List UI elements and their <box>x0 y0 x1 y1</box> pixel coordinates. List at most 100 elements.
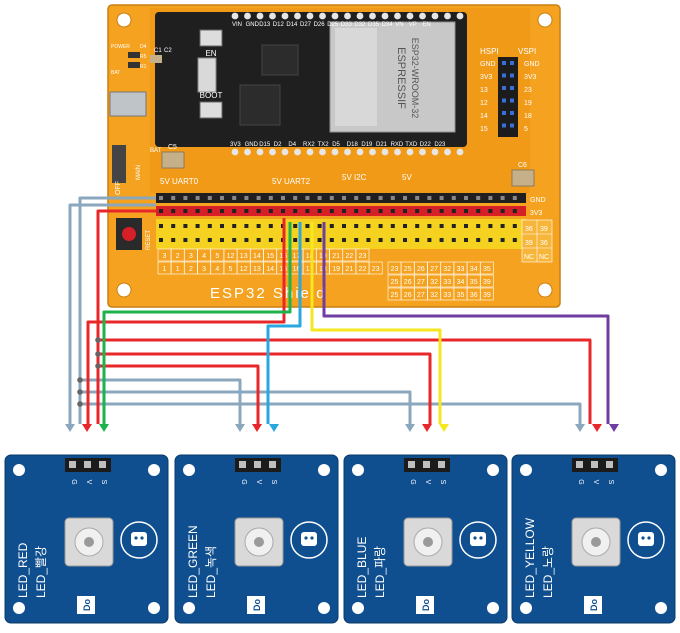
devkit-pin <box>294 12 301 20</box>
header-pin <box>256 224 261 228</box>
devkit-top-pin-label: D33 <box>341 22 353 28</box>
spi-pin <box>510 123 514 128</box>
header-pins <box>159 196 517 242</box>
wire-arrow-head <box>99 424 109 432</box>
devkit-pin <box>431 12 439 20</box>
devkit-pin <box>419 148 426 156</box>
gpio-row4-number: 35 <box>470 279 478 286</box>
c6-label: C6 <box>518 162 527 169</box>
header-pin <box>183 238 188 242</box>
header-pin <box>439 209 444 213</box>
gpio-row2-number: 13 <box>253 266 261 273</box>
mascot-face <box>301 532 317 546</box>
wire-junction <box>77 389 83 395</box>
devkit-pin <box>444 148 451 156</box>
module-pin <box>84 461 91 468</box>
header-pin <box>500 238 505 242</box>
header-pin <box>207 209 212 213</box>
module-hole <box>318 602 330 614</box>
header-pin <box>232 209 237 213</box>
spi-pin <box>510 61 514 65</box>
devkit-top-pin-label: D32 <box>354 22 366 28</box>
module-hole <box>520 602 532 614</box>
module-pin-label-s: S <box>270 480 277 485</box>
module-label-en: LED_GREEN <box>186 525 200 598</box>
wire-arrow-head <box>592 424 602 432</box>
devkit-pin <box>319 148 326 156</box>
module-hole <box>352 602 364 614</box>
gpio-row2-number: 21 <box>345 266 353 273</box>
wire-arrow-head <box>422 424 432 432</box>
c5-label: C5 <box>168 144 177 151</box>
reset-label: RESET <box>146 230 152 250</box>
header-pin <box>390 209 395 213</box>
spi-left-label: 15 <box>480 126 488 133</box>
header-pin <box>268 209 273 213</box>
header-pin <box>512 238 517 242</box>
header-pin <box>342 209 346 213</box>
devkit-top-pin-label: D34 <box>382 22 394 28</box>
header-pin <box>256 209 261 213</box>
spi-pin <box>510 73 514 78</box>
header-pin <box>305 196 310 200</box>
signal-header <box>156 219 526 249</box>
header-pin <box>451 196 456 200</box>
smd-part-2 <box>128 62 140 68</box>
gpio-row2-number: 12 <box>240 266 248 273</box>
header-pin <box>329 209 334 213</box>
devkit-pin <box>369 12 376 20</box>
devkit-pin <box>306 12 314 20</box>
gpio-cell <box>480 287 494 301</box>
header-pin <box>293 224 298 228</box>
header-pin <box>244 224 249 228</box>
module-label-ko: LED_녹색 <box>204 546 218 598</box>
header-pin <box>415 196 420 200</box>
module-tag-box <box>247 596 265 614</box>
wire-gnd-red-2 <box>68 203 156 424</box>
header-pin <box>464 209 468 213</box>
wire-vcc-blue <box>98 352 432 424</box>
gpio-row2-number: 23 <box>372 266 380 273</box>
module-tag: Do <box>589 599 599 611</box>
header-pin <box>293 238 298 242</box>
header-pin <box>305 224 310 228</box>
devkit-top-pin-label: D25 <box>327 22 339 28</box>
usb-connector <box>197 57 217 93</box>
rail-3v3-label: 3V3 <box>530 210 543 217</box>
gpio-row5-number: 27 <box>417 292 425 299</box>
header-pin <box>183 224 188 228</box>
devkit-bottom-pin-label: TX2 <box>318 142 330 148</box>
header-pin <box>512 209 517 213</box>
right-block-1b: 39 <box>540 226 548 233</box>
devkit-pin <box>231 12 239 20</box>
devkit-top-pin-label: GND <box>246 22 260 28</box>
header-uart2-label: 5V UART2 <box>272 177 311 186</box>
module-hole <box>13 602 25 614</box>
header-pin <box>415 209 420 213</box>
header-pin <box>366 196 371 200</box>
mounting-hole-tl <box>116 12 132 28</box>
usb-chip <box>239 84 281 126</box>
module-tag-box <box>416 596 434 614</box>
header-pin <box>354 224 359 228</box>
devkit-pin <box>256 148 264 156</box>
led-core <box>423 537 433 547</box>
devkit-pin <box>394 148 401 156</box>
gpio-row1-number: 21 <box>332 253 340 260</box>
module-pin <box>408 461 415 468</box>
devkit-bottom-pin-label: GND <box>245 142 259 148</box>
gpio-row4-number: 25 <box>391 279 399 286</box>
mascot-eye <box>647 536 651 540</box>
devkit-top-pin-label: D14 <box>286 22 298 28</box>
devkit-pin <box>331 12 339 20</box>
module-hole <box>148 464 160 476</box>
wire-arrow-head <box>82 424 92 432</box>
gpio-row5-number: 25 <box>391 292 399 299</box>
header-pin <box>439 224 444 228</box>
d4-label: D4 <box>140 44 147 50</box>
gpio-row2-number: 5 <box>229 266 233 273</box>
gpio-cell <box>368 261 383 275</box>
header-pin <box>268 238 273 242</box>
